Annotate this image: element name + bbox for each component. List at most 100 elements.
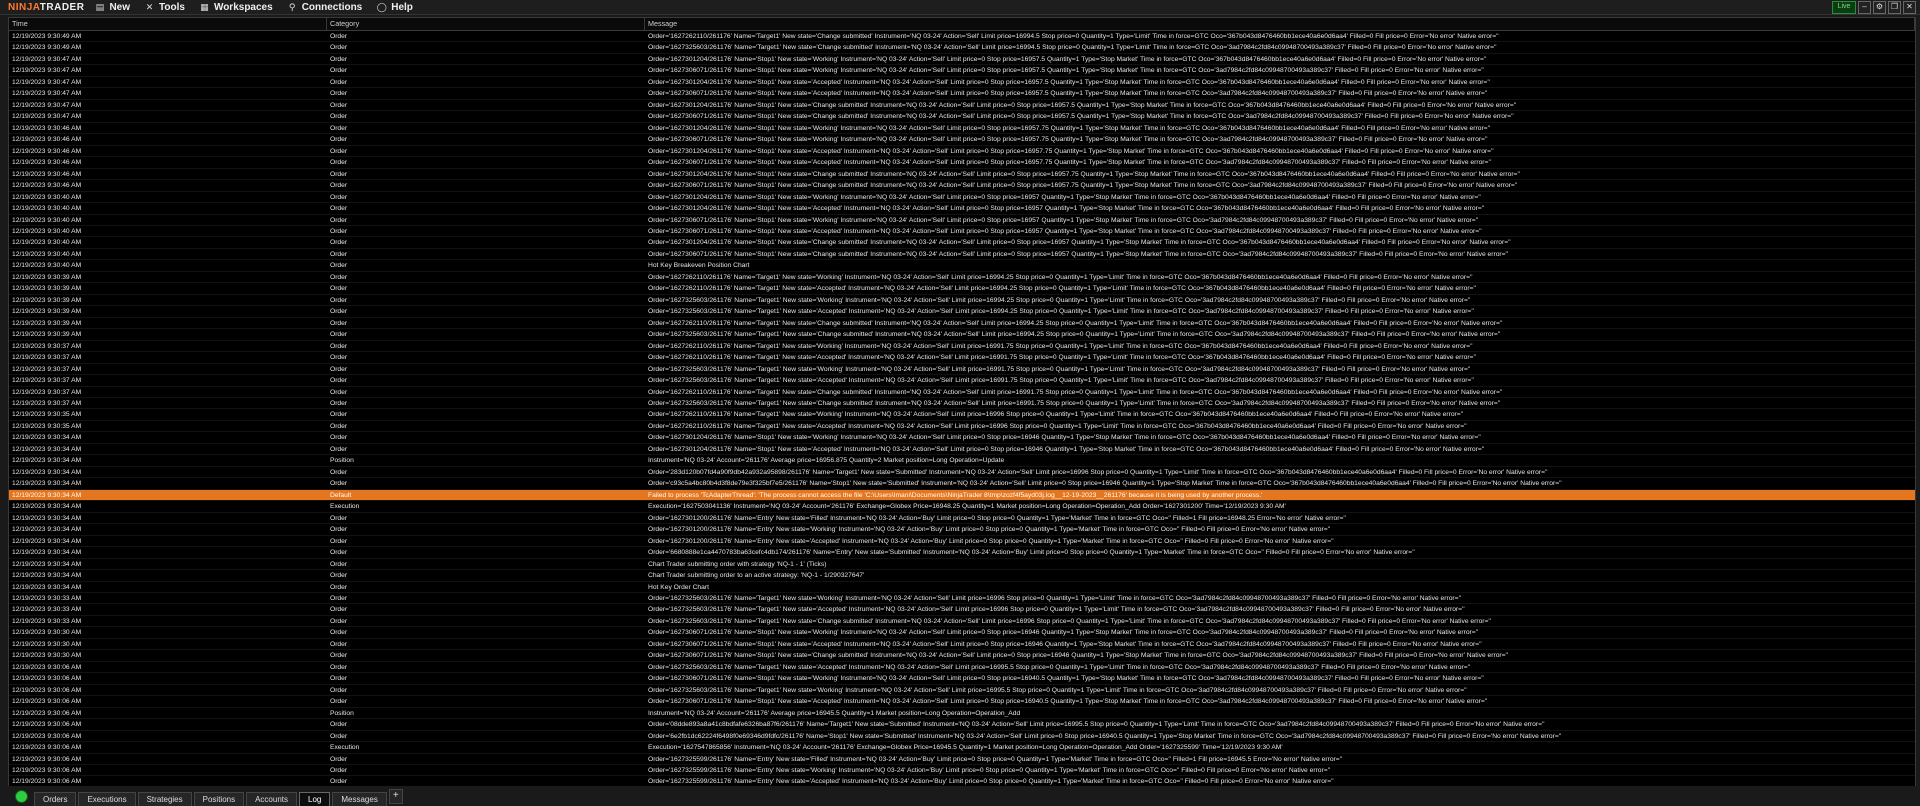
menu-workspaces[interactable]: ▦Workspaces: [200, 1, 273, 13]
cell-message: Order='1627325599/261176' Name='Entry' N…: [648, 755, 1343, 763]
menu-new[interactable]: ▤New: [95, 1, 130, 13]
cell-time: 12/19/2023 9:30:47 AM: [12, 55, 82, 63]
cell-category: Order: [330, 675, 348, 683]
tab-accounts[interactable]: Accounts: [246, 792, 297, 806]
column-header-time[interactable]: Time: [9, 18, 327, 30]
tab-orders[interactable]: Orders: [34, 792, 77, 806]
cell-time: 12/19/2023 9:30:33 AM: [12, 594, 82, 602]
add-tab-button[interactable]: +: [388, 788, 403, 804]
tab-positions[interactable]: Positions: [193, 792, 245, 806]
log-grid[interactable]: Time Category Message 12/19/2023 9:30:49…: [8, 17, 1916, 787]
cell-message: Order='08dde893a8a41c8bdfafe6326ba87f6/2…: [648, 721, 1545, 729]
restore-icon[interactable]: ❐: [1888, 1, 1901, 14]
column-header-message[interactable]: Message: [645, 18, 1915, 30]
tab-messages[interactable]: Messages: [332, 792, 387, 806]
cell-category: Order: [330, 755, 348, 763]
cell-category: Order: [330, 480, 348, 488]
tab-executions[interactable]: Executions: [78, 792, 136, 806]
cell-message: Order='1627306071/261176' Name='Stop1' N…: [648, 629, 1479, 637]
cell-time: 12/19/2023 9:30:37 AM: [12, 400, 82, 407]
live-indicator[interactable]: Live: [1832, 1, 1856, 14]
cell-message: Order='1627325603/261176' Name='Target1'…: [648, 331, 1501, 339]
menu-help[interactable]: ◯Help: [376, 1, 413, 13]
menu-connections[interactable]: ⚲Connections: [287, 2, 362, 13]
cell-message: Order='1627306071/261176' Name='Stop1' N…: [648, 227, 1482, 235]
menu-tools[interactable]: ✕Tools: [145, 1, 185, 13]
tab-log[interactable]: Log: [299, 792, 331, 806]
column-header-category[interactable]: Category: [327, 18, 645, 30]
close-icon[interactable]: ✕: [1903, 1, 1916, 14]
minimize-icon[interactable]: –: [1858, 1, 1871, 14]
settings-icon[interactable]: ⚙: [1873, 1, 1886, 14]
tab-strategies[interactable]: Strategies: [137, 792, 192, 806]
cell-time: 12/19/2023 9:30:06 AM: [12, 698, 82, 706]
